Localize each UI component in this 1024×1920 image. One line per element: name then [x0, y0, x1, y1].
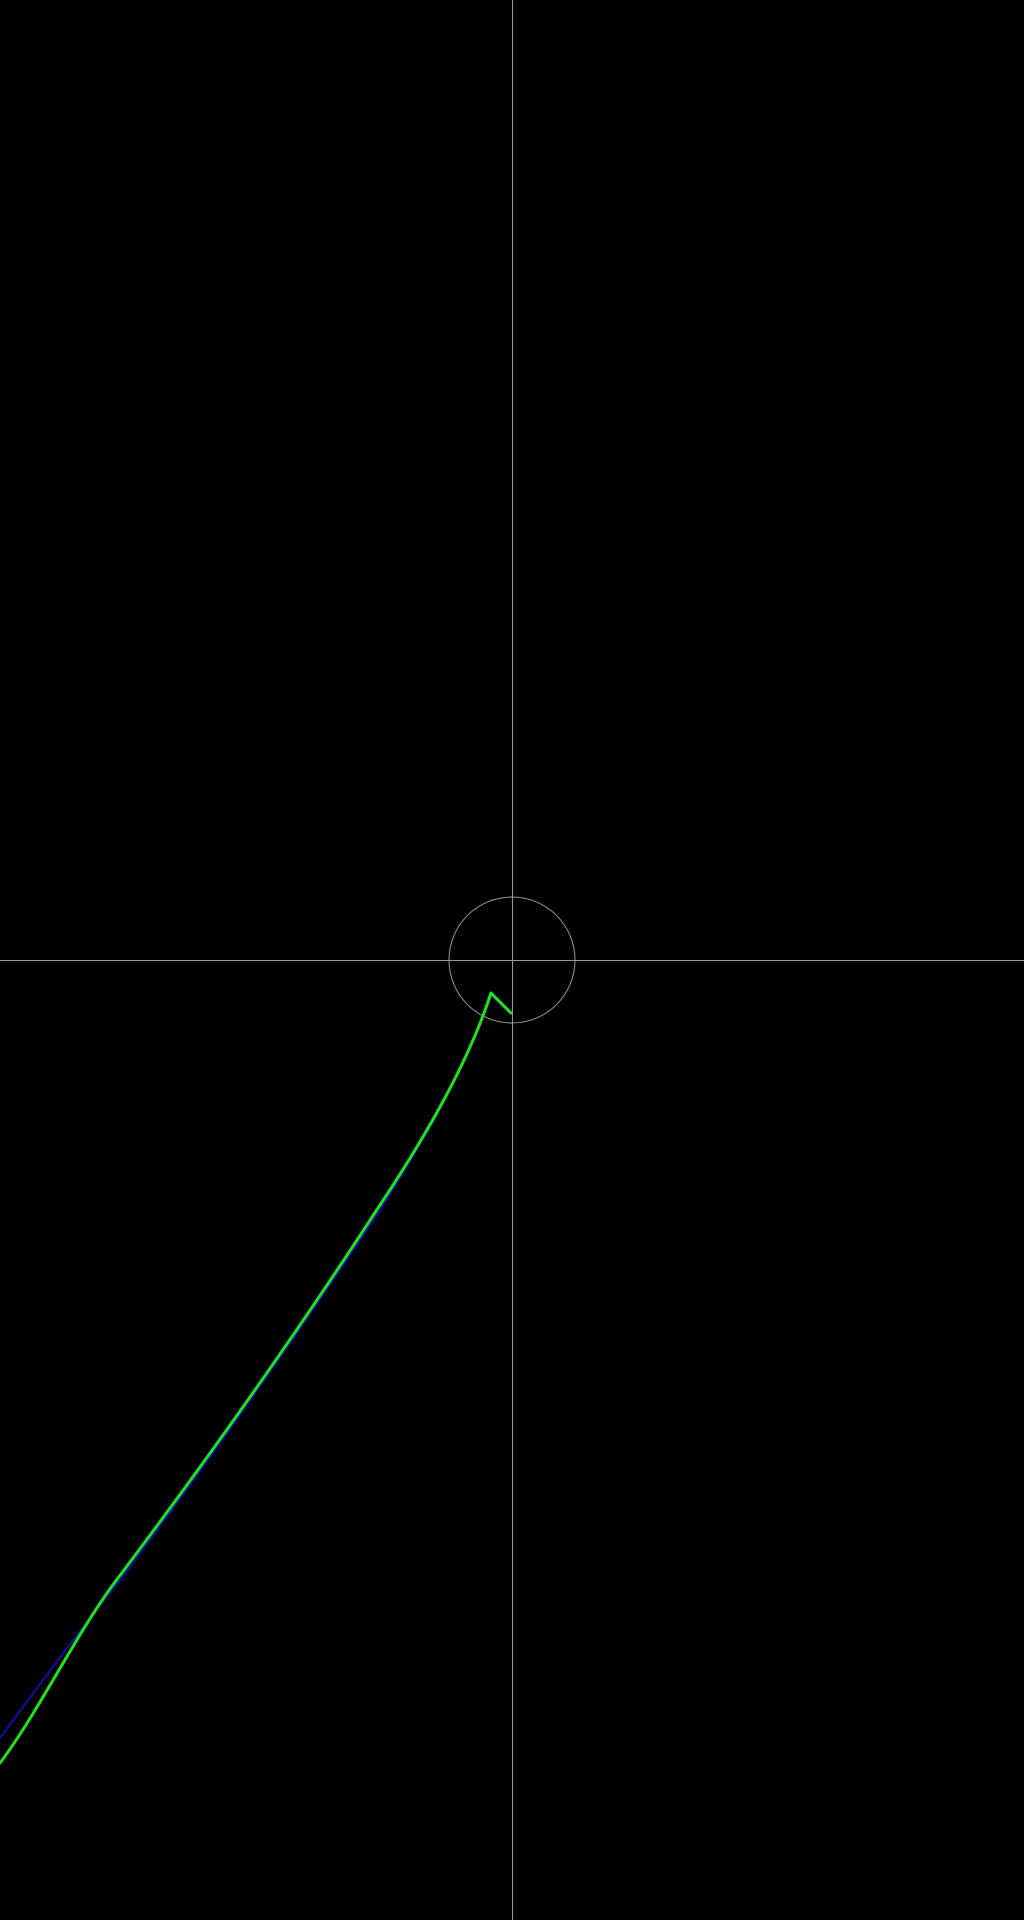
reference-circle	[448, 896, 576, 1024]
trajectory-path	[0, 991, 513, 1765]
